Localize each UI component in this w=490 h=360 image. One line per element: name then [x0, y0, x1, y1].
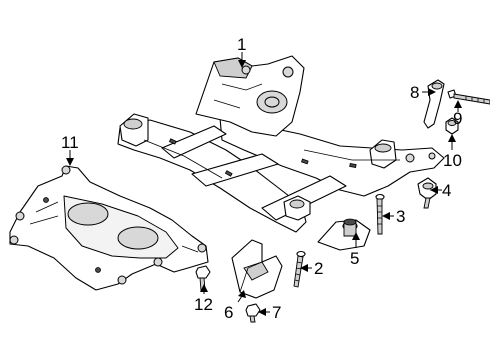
bolt-2 [293, 250, 306, 288]
callout-10: 10 [443, 151, 462, 170]
bolt-3 [375, 193, 385, 235]
leader-lines [66, 52, 462, 316]
long-bolt-9 [447, 89, 490, 105]
callout-1: 1 [237, 35, 246, 54]
callout-9: 9 [453, 109, 462, 128]
link-arm-8 [423, 79, 445, 129]
callout-4: 4 [442, 181, 451, 200]
callout-8: 8 [410, 83, 419, 102]
front-crossmember [117, 55, 445, 233]
callout-11: 11 [61, 133, 79, 152]
callout-12: 12 [194, 295, 213, 314]
callout-6: 6 [224, 303, 233, 322]
mount-bracket-5 [317, 218, 371, 251]
support-bracket-6 [231, 239, 283, 299]
callout-7: 7 [272, 303, 281, 322]
callout-5: 5 [350, 249, 359, 268]
nut-10 [445, 117, 459, 135]
nut-4 [417, 177, 437, 209]
callout-3: 3 [396, 207, 405, 226]
underbody-shield-plate [9, 165, 209, 291]
callout-2: 2 [314, 259, 323, 278]
screw-7 [245, 303, 261, 323]
